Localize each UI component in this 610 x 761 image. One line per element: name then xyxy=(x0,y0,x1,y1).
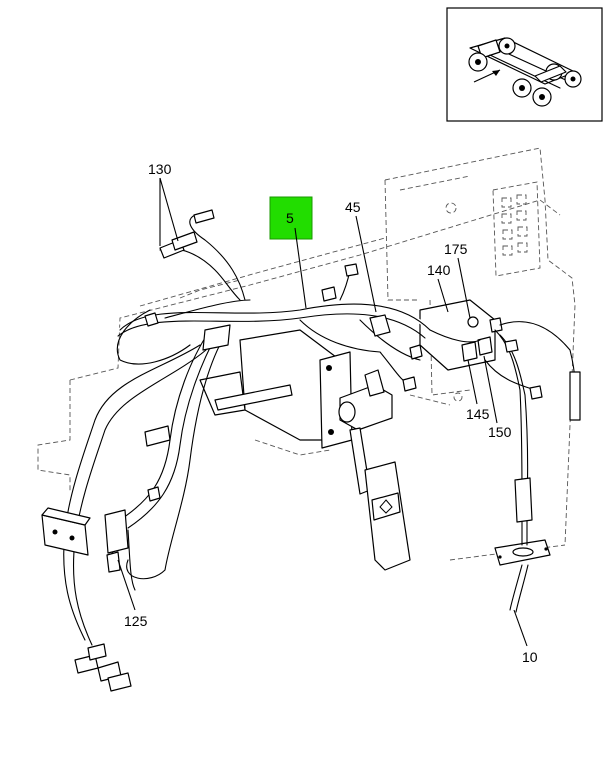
callout-140: 140 xyxy=(427,262,451,278)
connector-block xyxy=(419,299,503,371)
truck-chassis-icon xyxy=(468,37,582,107)
callout-130: 130 xyxy=(148,161,172,177)
callout-10: 10 xyxy=(522,649,538,665)
item-5-highlight-box xyxy=(269,196,313,240)
callout-125: 125 xyxy=(124,613,148,629)
locator-inset xyxy=(446,7,603,122)
callout-145: 145 xyxy=(466,406,490,422)
callout-5: 5 xyxy=(286,210,294,226)
lower-left-connectors xyxy=(74,643,132,692)
harness-connectors xyxy=(144,209,581,523)
left-bracket xyxy=(41,507,91,556)
fuse-panel xyxy=(492,181,541,277)
accelerator-pedal-assembly xyxy=(319,351,411,571)
callout-150: 150 xyxy=(488,424,512,440)
relay-125 xyxy=(104,509,129,573)
floor-grommet-plate xyxy=(494,539,551,566)
leader-lines xyxy=(117,177,528,647)
callout-45: 45 xyxy=(345,199,361,215)
callout-175: 175 xyxy=(444,241,468,257)
